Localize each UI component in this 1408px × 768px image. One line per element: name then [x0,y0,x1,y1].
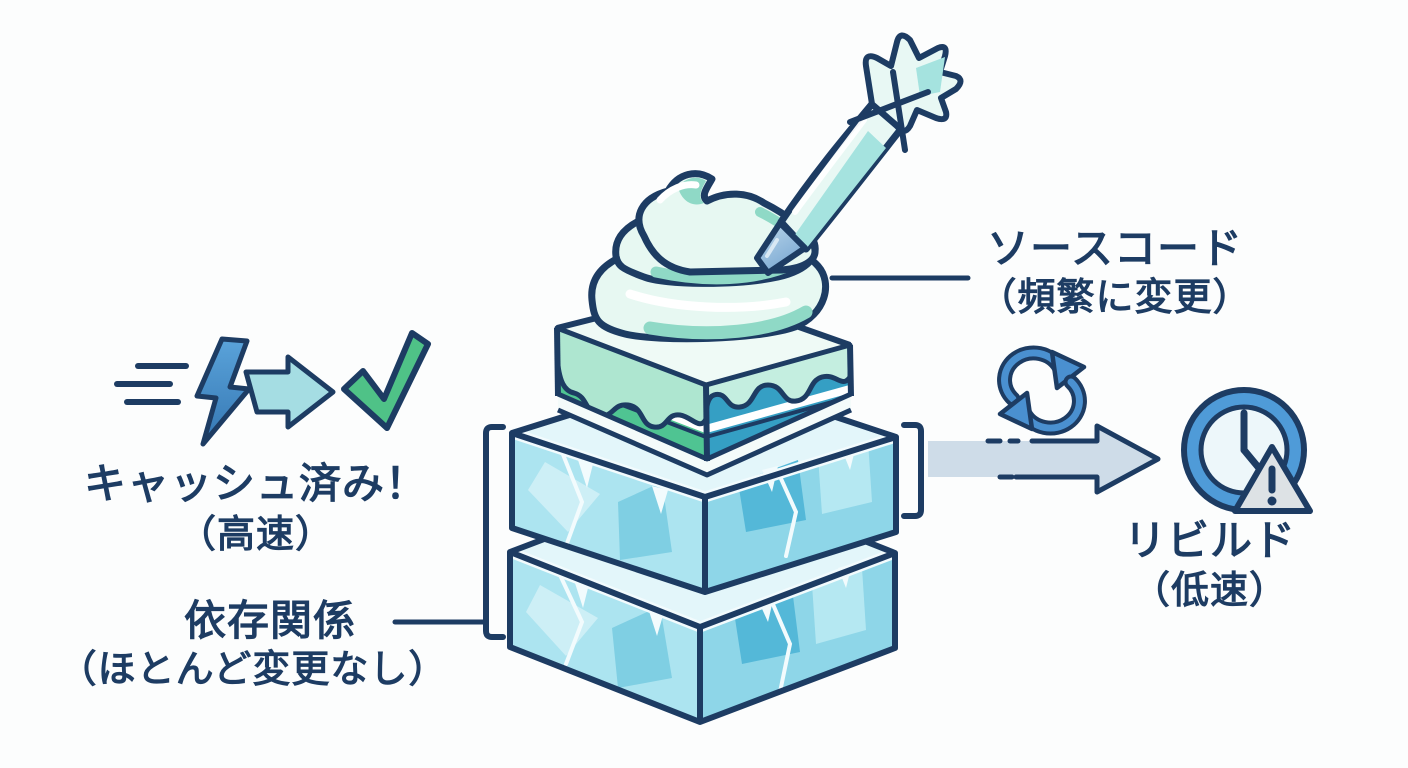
fast-arrow-icon [243,354,336,430]
dependencies-sublabel: （ほとんど変更なし） [58,649,448,691]
rebuild-label: リビルド [1123,517,1296,564]
cached-label: キャッシュ済み！ [83,460,428,507]
lightning-icon [194,336,252,447]
speed-lines-icon [114,363,189,405]
cached-sublabel: （高速） [177,514,334,556]
refresh-cycle-icon [997,345,1087,436]
source-code-sublabel: （頻繁に変更） [978,277,1252,319]
rebuild-arrow-icon [928,423,1161,495]
rebuild-sublabel: （低速） [1131,570,1288,612]
rebuild-bracket [901,422,924,519]
dependencies-bracket [483,424,506,640]
warning-triangle-icon [1232,444,1313,514]
source-code-label: ソースコード [987,225,1243,272]
dependencies-label: 依存関係 [183,597,356,644]
piping-bag-icon [754,32,964,276]
checkmark-icon [341,330,431,431]
